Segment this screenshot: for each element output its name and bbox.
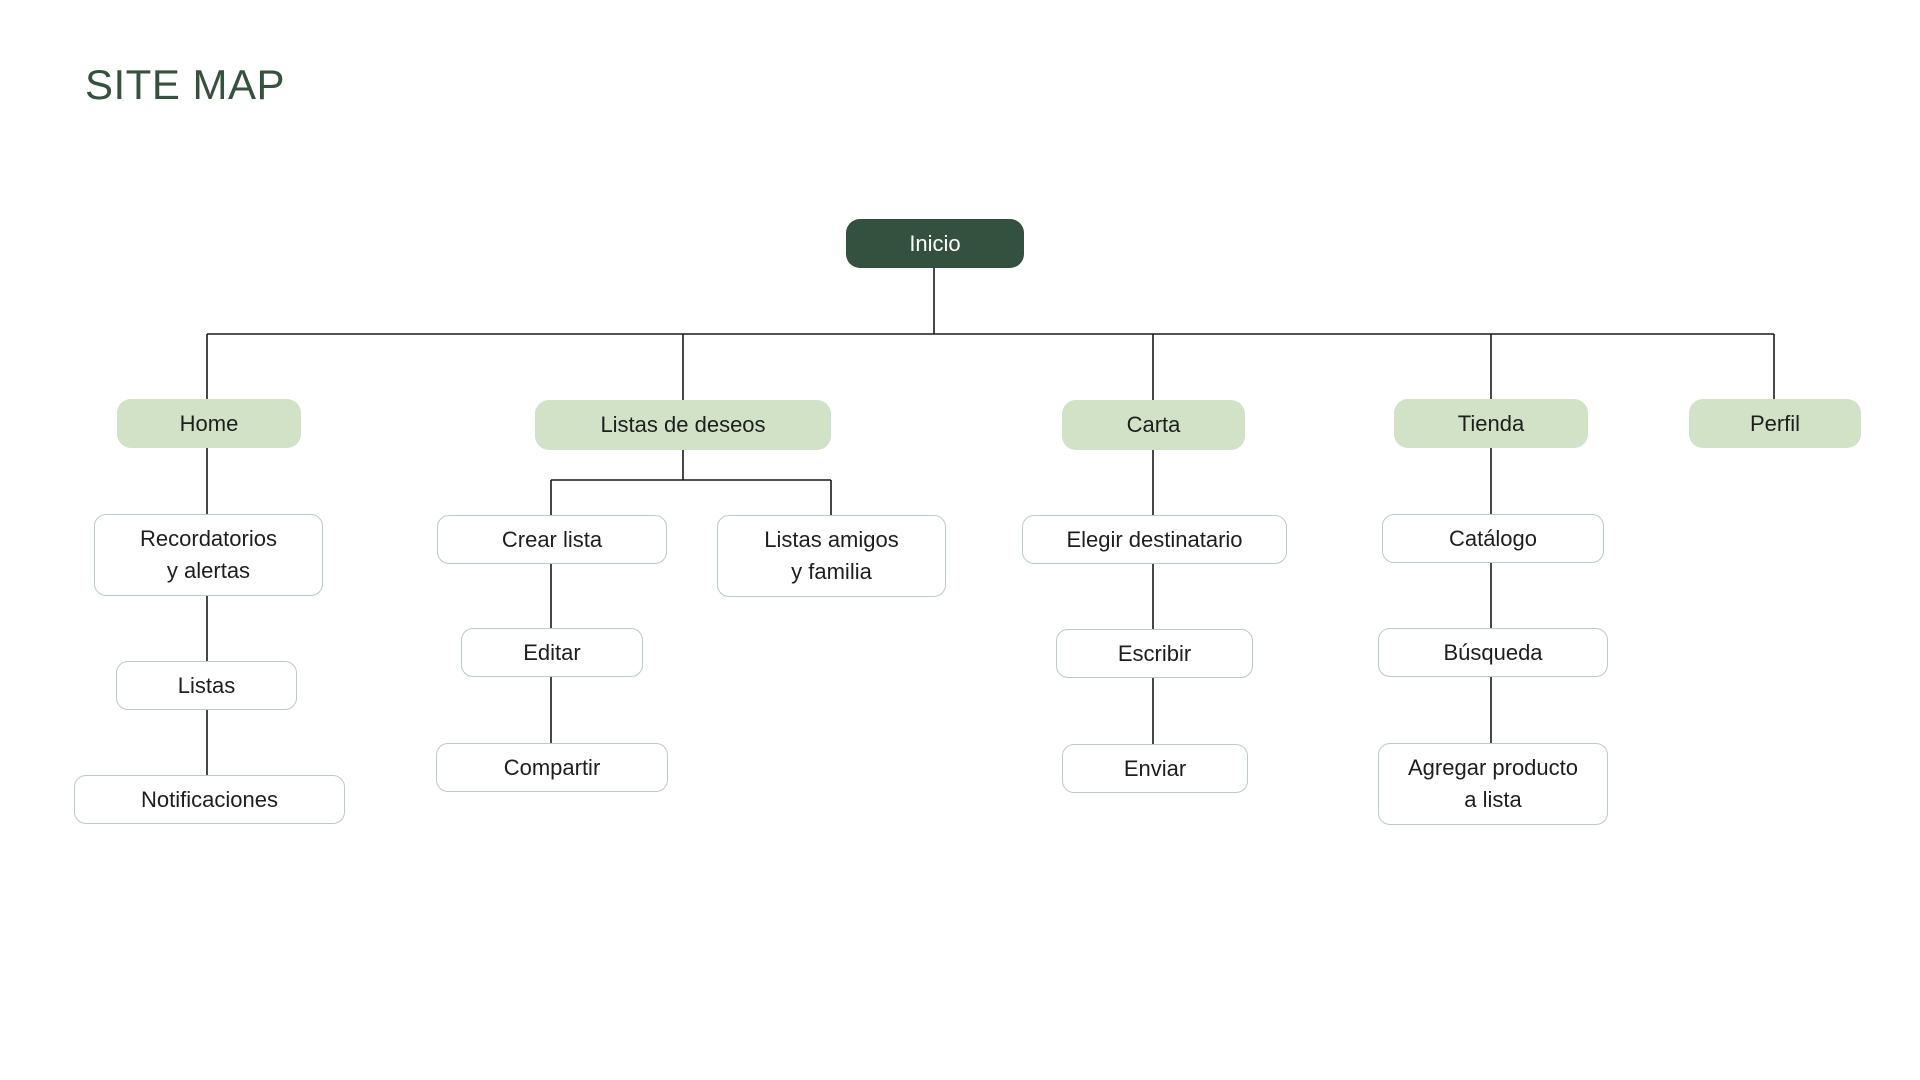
node-elegir-destinatario: Elegir destinatario xyxy=(1022,515,1287,564)
node-listas: Listas xyxy=(116,661,297,710)
node-busqueda: Búsqueda xyxy=(1378,628,1608,677)
node-listas-amigos-y-familia: Listas amigos y familia xyxy=(717,515,946,597)
node-perfil: Perfil xyxy=(1689,399,1861,448)
node-tienda: Tienda xyxy=(1394,399,1588,448)
node-escribir: Escribir xyxy=(1056,629,1253,678)
node-recordatorios-y-alertas: Recordatorios y alertas xyxy=(94,514,323,596)
page-title: SITE MAP xyxy=(85,61,286,108)
node-agregar-producto-a-lista: Agregar producto a lista xyxy=(1378,743,1608,825)
node-inicio: Inicio xyxy=(846,219,1024,268)
node-listas-de-deseos: Listas de deseos xyxy=(535,400,831,450)
node-editar: Editar xyxy=(461,628,643,677)
node-catalogo: Catálogo xyxy=(1382,514,1604,563)
node-home: Home xyxy=(117,399,301,448)
node-notificaciones: Notificaciones xyxy=(74,775,345,824)
node-crear-lista: Crear lista xyxy=(437,515,667,564)
node-enviar: Enviar xyxy=(1062,744,1248,793)
node-carta: Carta xyxy=(1062,400,1245,450)
node-compartir: Compartir xyxy=(436,743,668,792)
